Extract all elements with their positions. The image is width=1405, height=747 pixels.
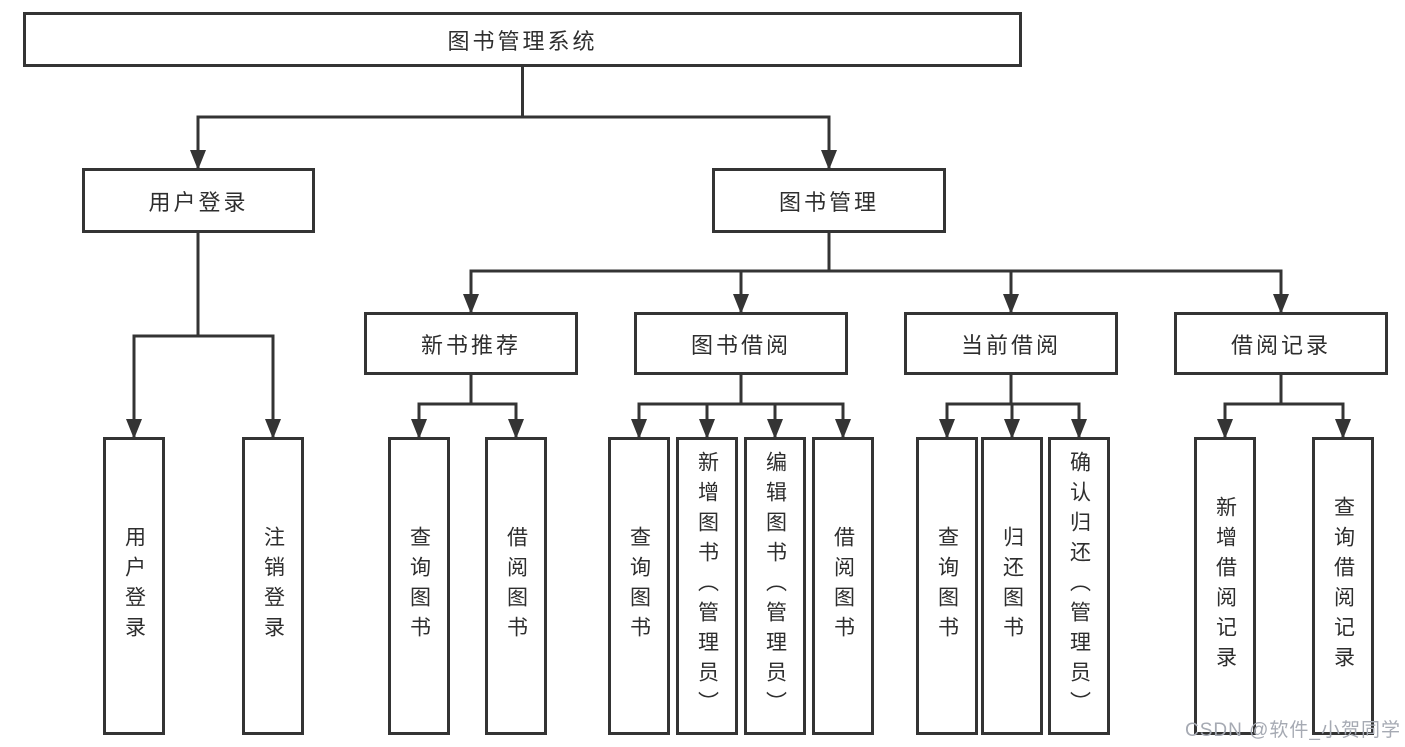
leaf-logout: 注销登录	[242, 437, 304, 735]
leaf-borrow-book: 借阅图书	[485, 437, 547, 735]
leaf-query-book: 查询图书	[388, 437, 450, 735]
node-user-login: 用户登录	[82, 168, 315, 233]
node-borrow-records: 借阅记录	[1174, 312, 1388, 375]
leaf-query-book: 查询图书	[608, 437, 670, 735]
node-new-book-recommend: 新书推荐	[364, 312, 578, 375]
node-current-borrow: 当前借阅	[904, 312, 1118, 375]
node-book-management: 图书管理	[712, 168, 946, 233]
node-book-borrow: 图书借阅	[634, 312, 848, 375]
leaf-borrow-book: 借阅图书	[812, 437, 874, 735]
leaf-return-book: 归还图书	[981, 437, 1043, 735]
node-root-system: 图书管理系统	[23, 12, 1022, 67]
leaf-query-book: 查询图书	[916, 437, 978, 735]
leaf-query-borrow-record: 查询借阅记录	[1312, 437, 1374, 735]
leaf-add-borrow-record: 新增借阅记录	[1194, 437, 1256, 735]
leaf-user-login: 用户登录	[103, 437, 165, 735]
leaf-confirm-return-admin: 确认归还（管理员）	[1048, 437, 1110, 735]
leaf-add-book-admin: 新增图书（管理员）	[676, 437, 738, 735]
leaf-edit-book-admin: 编辑图书（管理员）	[744, 437, 806, 735]
csdn-watermark: CSDN @软件_小贺同学	[1185, 720, 1401, 741]
